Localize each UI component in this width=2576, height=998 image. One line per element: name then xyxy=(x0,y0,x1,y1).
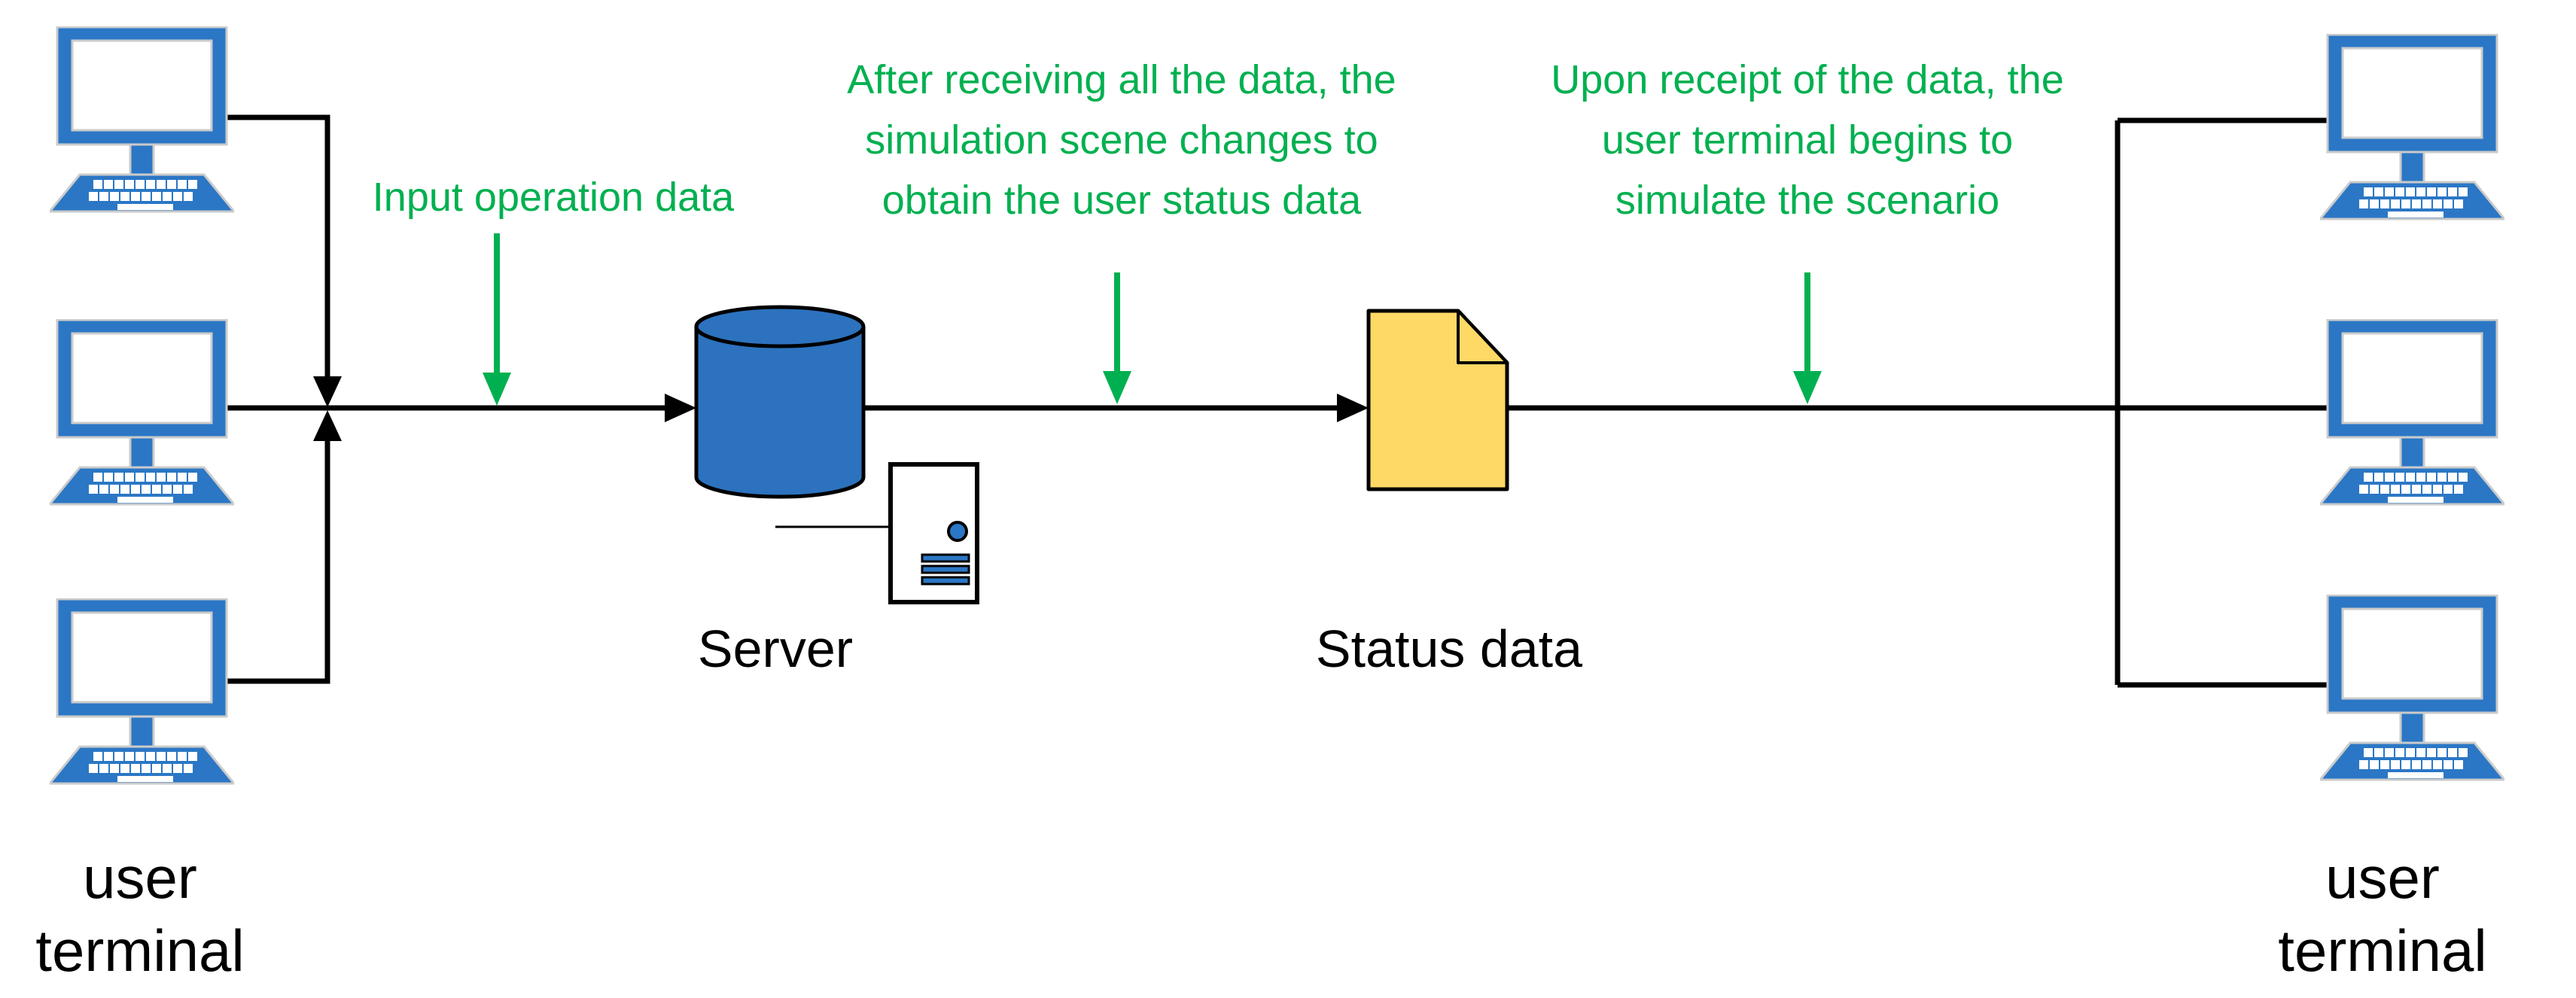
user-terminal-computer-icon-right-3 xyxy=(2320,595,2504,781)
green-arrow-upon-icon xyxy=(1793,272,1822,404)
user-terminal-computer-icon-left-3 xyxy=(50,598,234,785)
arrowhead-into-status-data-icon xyxy=(1337,394,1369,422)
green-arrow-after-icon xyxy=(1103,272,1131,404)
server-database-cylinder-icon xyxy=(694,305,866,499)
annotation-after-line-1: After receiving all the data, the xyxy=(847,57,1396,102)
user-terminal-computer-icon-right-2 xyxy=(2320,319,2504,506)
user-terminal-computer-icon-left-1 xyxy=(50,26,234,213)
arrowhead-into-server-icon xyxy=(665,394,696,422)
annotation-upon-line-3: simulate the scenario xyxy=(1615,178,2000,223)
annotation-upon-line-1: Upon receipt of the data, the xyxy=(1551,57,2064,102)
annotation-upon-line-2: user terminal begins to xyxy=(1601,117,2014,163)
user-terminal-label-right: user terminal xyxy=(2278,844,2487,984)
server-tower-icon xyxy=(775,462,979,604)
green-arrow-input-icon xyxy=(483,233,511,406)
status-data-document-icon xyxy=(1366,309,1509,491)
annotation-after-line-3: obtain the user status data xyxy=(882,178,1362,223)
annotation-upon-receipt: Upon receipt of the data, the user termi… xyxy=(1551,50,2063,230)
annotation-after-line-2: simulation scene changes to xyxy=(865,117,1378,163)
user-terminal-computer-icon-right-1 xyxy=(2320,34,2504,221)
arrowhead-up-junction-icon xyxy=(313,410,342,441)
annotation-input-operation-data: Input operation data xyxy=(372,175,735,220)
user-terminal-label-left: user terminal xyxy=(35,844,245,984)
user-terminal-computer-icon-left-2 xyxy=(50,319,234,506)
status-data-label: Status data xyxy=(1315,619,1583,678)
arrowhead-down-junction-icon xyxy=(313,376,342,407)
server-label: Server xyxy=(697,619,854,678)
annotation-after-receiving: After receiving all the data, the simula… xyxy=(847,50,1396,230)
